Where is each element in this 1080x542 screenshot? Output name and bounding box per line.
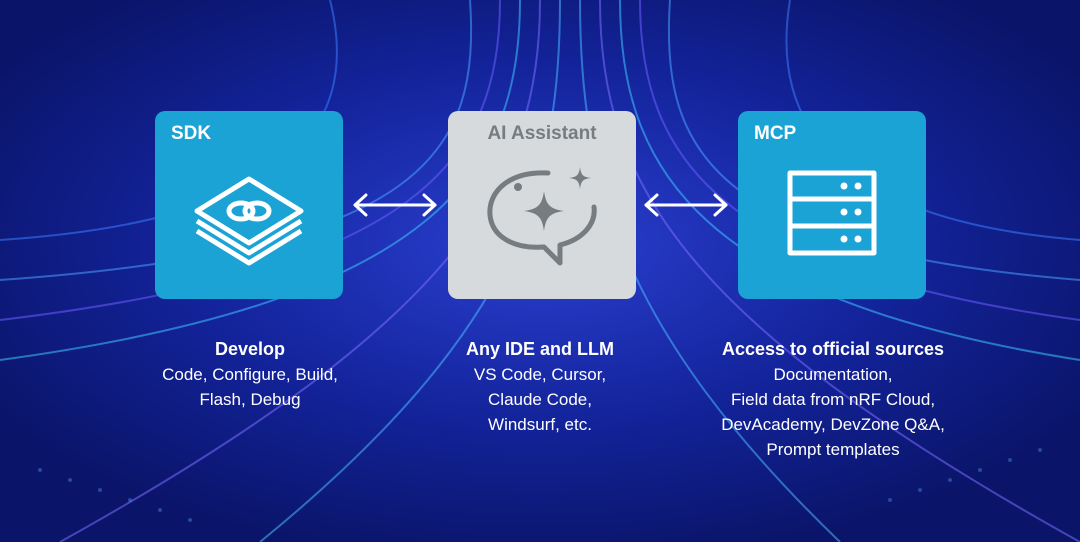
mcp-card-label: MCP [754, 123, 797, 144]
mcp-caption: Access to official sources Documentation… [680, 337, 986, 462]
ai-assistant-card-label: AI Assistant [487, 123, 597, 144]
bidirectional-arrow-icon [644, 193, 728, 217]
ai-caption-line: VS Code, Cursor, [473, 365, 607, 384]
ai-caption-line: Claude Code, [488, 390, 592, 409]
sdk-caption-line: Flash, Debug [199, 390, 301, 409]
sparkle-chat-icon [487, 167, 597, 266]
ai-caption-line: Windsurf, etc. [488, 415, 592, 434]
bidirectional-arrow-icon [353, 193, 437, 217]
sdk-caption-line: Code, Configure, Build, [162, 365, 338, 384]
sdk-card: SDK [155, 111, 343, 299]
mcp-caption-heading: Access to official sources [721, 339, 945, 359]
ai-assistant-card: AI Assistant [448, 111, 636, 299]
sdk-caption: Develop Code, Configure, Build, Flash, D… [110, 337, 390, 412]
ai-caption-heading: Any IDE and LLM [466, 339, 614, 359]
sdk-caption-heading: Develop [214, 339, 286, 359]
mcp-caption-line: DevAcademy, DevZone Q&A, [721, 415, 945, 434]
ai-caption: Any IDE and LLM VS Code, Cursor, Claude … [395, 337, 685, 437]
linked-chips-icon [194, 176, 304, 266]
mcp-card: MCP [738, 111, 926, 299]
mcp-caption-line: Prompt templates [766, 440, 900, 459]
mcp-caption-line: Documentation, [773, 365, 893, 384]
mcp-caption-line: Field data from nRF Cloud, [730, 390, 936, 409]
sdk-card-label: SDK [171, 123, 212, 144]
server-rack-icon [787, 170, 877, 256]
